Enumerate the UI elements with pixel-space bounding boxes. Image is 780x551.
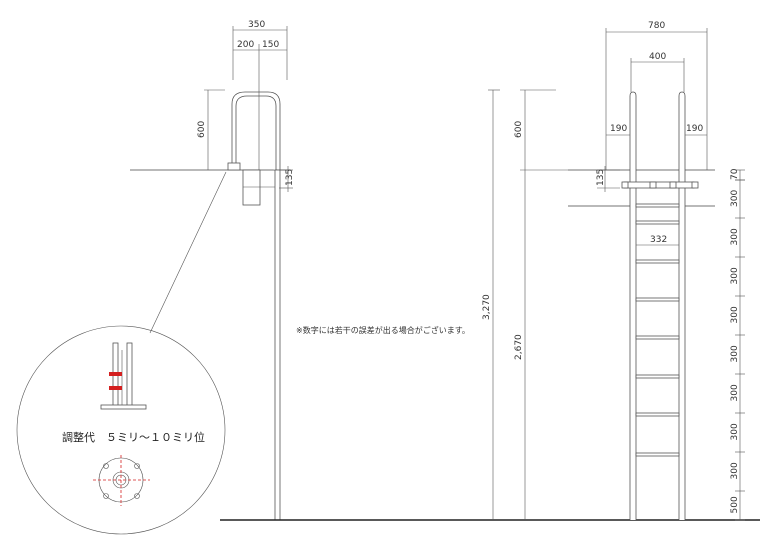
detail-bolt-hole xyxy=(103,463,109,469)
dim-rung-spacing: 300 xyxy=(730,190,740,207)
front-bracket-plate-r xyxy=(691,181,699,189)
dim-side-200: 200 xyxy=(237,40,254,50)
ladder-rung xyxy=(635,220,680,225)
ladder-rung xyxy=(635,335,680,340)
dim-top-gap-70: 70 xyxy=(730,168,740,180)
front-bracket-plate-l xyxy=(621,181,629,189)
detail-leader xyxy=(149,171,227,334)
dim-rung-spacing: 300 xyxy=(730,345,740,362)
dim-rung-spacing: 300 xyxy=(730,462,740,479)
dim-front-332: 332 xyxy=(650,235,667,245)
ladder-rung xyxy=(635,374,680,379)
dim-side-350: 350 xyxy=(248,20,265,30)
ladder-rung xyxy=(635,452,680,457)
front-rail-right xyxy=(678,91,686,520)
dim-front-400: 400 xyxy=(649,52,666,62)
dim-ladder-2670: 2,670 xyxy=(514,334,524,360)
dim-rung-spacing: 300 xyxy=(730,423,740,440)
dim-side-600: 600 xyxy=(197,121,207,138)
ladder-rung xyxy=(635,297,680,302)
dim-side-150: 150 xyxy=(262,40,279,50)
front-bracket xyxy=(623,181,695,189)
dim-rung-spacing: 300 xyxy=(730,228,740,245)
dim-front-780: 780 xyxy=(648,21,665,31)
side-bracket xyxy=(242,169,261,206)
front-view: 780 400 190 190 135 332 xyxy=(568,21,715,520)
dim-total-3270: 3,270 xyxy=(482,294,492,320)
dim-front-190-left: 190 xyxy=(610,124,627,134)
dim-rung-spacing: 500 xyxy=(730,496,740,513)
detail-bolt-hole xyxy=(134,493,140,499)
side-base-plate xyxy=(227,162,241,171)
dim-side-135: 135 xyxy=(285,169,295,186)
front-rail-left xyxy=(629,91,637,520)
spacing-dims: 70 300 300 300 300 300 300 300 300 500 xyxy=(730,168,745,521)
ladder-rung xyxy=(635,203,680,208)
detail-pipe-right xyxy=(126,342,133,409)
side-handrail-inner xyxy=(235,95,277,170)
detail-bolt-hole xyxy=(103,493,109,499)
front-bracket-plate-m2 xyxy=(669,181,677,189)
dim-rung-spacing: 300 xyxy=(730,267,740,284)
dim-rung-spacing: 300 xyxy=(730,384,740,401)
front-bracket-plate-m1 xyxy=(649,181,657,189)
overall-dims: 3,270 600 2,670 xyxy=(482,89,568,520)
ladder-rung xyxy=(635,259,680,264)
side-ladder-rail xyxy=(274,169,281,521)
note-text: ※数字には若干の誤差が出る場合がございます。 xyxy=(296,325,470,335)
dim-rung-spacing: 300 xyxy=(730,306,740,323)
dim-front-135: 135 xyxy=(596,169,606,186)
detail-base xyxy=(100,404,147,410)
dim-front-190-right: 190 xyxy=(686,124,703,134)
detail-label: 調整代 ５ミリ〜１０ミリ位 xyxy=(62,430,205,444)
detail-adjust-mark-2 xyxy=(109,386,122,390)
detail-adjust-mark-1 xyxy=(109,372,122,376)
ladder-rung xyxy=(635,412,680,417)
front-rungs xyxy=(635,203,680,457)
detail-outline xyxy=(16,325,226,535)
detail-bolt-hole xyxy=(134,463,140,469)
dim-front-600: 600 xyxy=(514,121,524,138)
side-view: 350 200 150 600 135 xyxy=(130,20,295,521)
detail-circle: 調整代 ５ミリ〜１０ミリ位 xyxy=(16,325,226,535)
